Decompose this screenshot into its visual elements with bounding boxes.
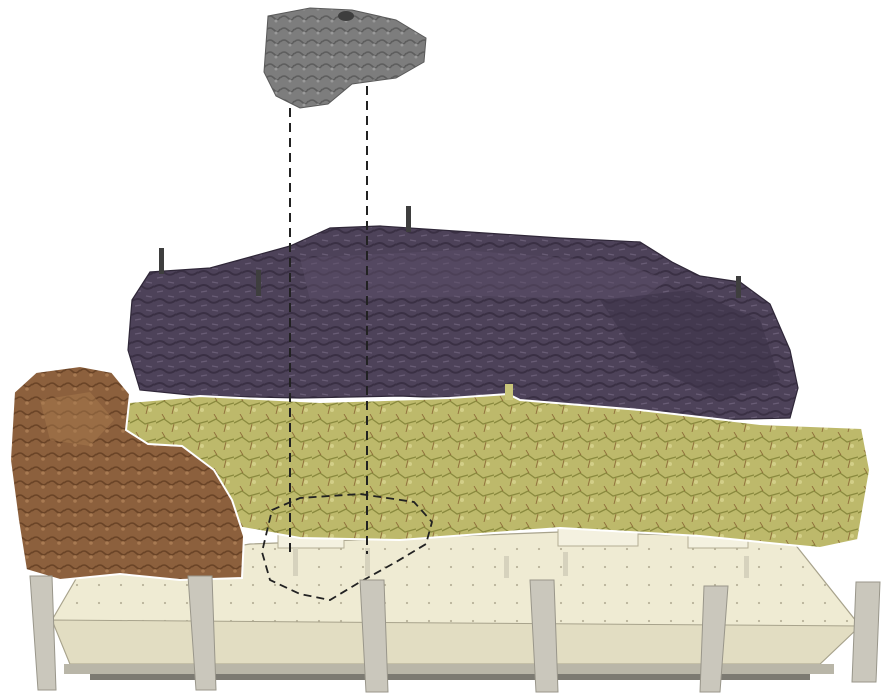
rear-log	[128, 206, 798, 420]
small-gray-log	[264, 8, 426, 108]
